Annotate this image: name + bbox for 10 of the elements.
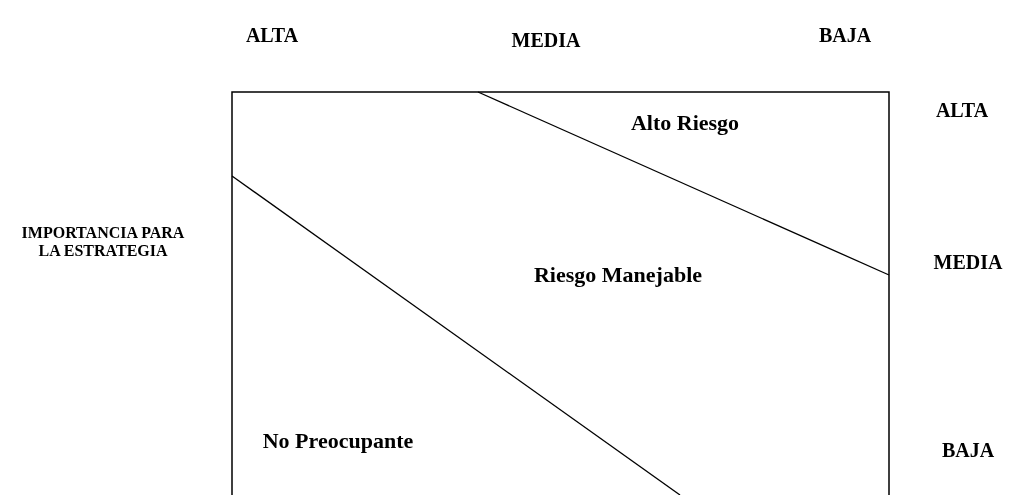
row-header: MEDIA xyxy=(933,250,1003,274)
row-header: ALTA xyxy=(935,98,989,122)
zone-label: Riesgo Manejable xyxy=(534,262,702,288)
column-header: ALTA xyxy=(245,23,299,47)
column-header: BAJA xyxy=(818,23,872,47)
zone-label: No Preocupante xyxy=(262,428,414,454)
column-header: MEDIA xyxy=(511,28,581,52)
zone-label: Alto Riesgo xyxy=(630,110,740,136)
axis-title: IMPORTANCIA PARA LA ESTRATEGIA xyxy=(20,223,186,261)
row-header: BAJA xyxy=(941,438,995,462)
